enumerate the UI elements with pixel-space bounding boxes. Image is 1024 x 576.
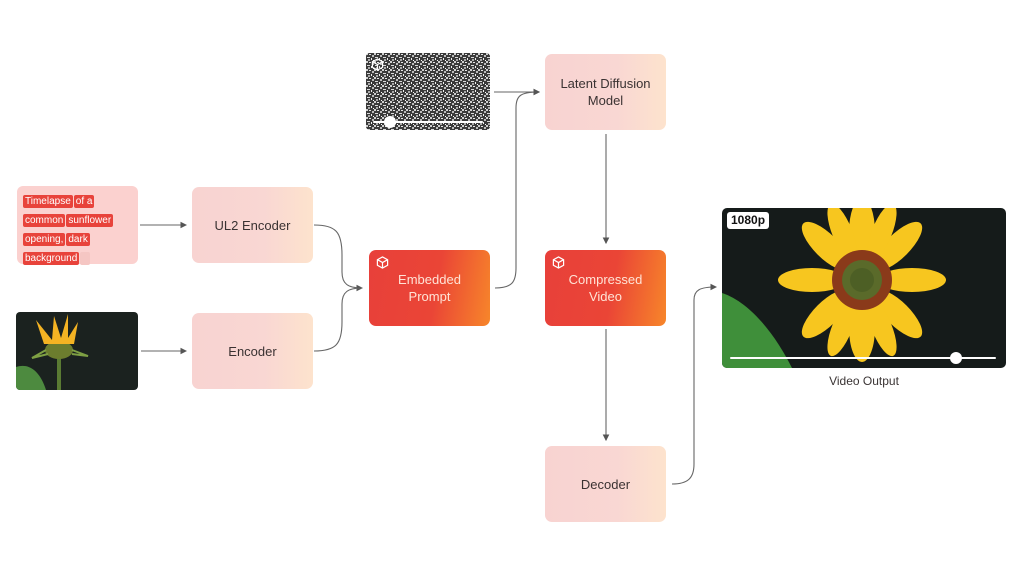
- encoder-label: Encoder: [228, 343, 277, 359]
- latent-diffusion-node: Latent Diffusion Model: [545, 54, 666, 130]
- cube-icon: [552, 256, 565, 269]
- prompt-cursor: .: [80, 252, 91, 265]
- arrow-decoder-to-output: [671, 283, 718, 485]
- arrow-ul2-to-embedded: [313, 224, 364, 292]
- sunflower-output-image: [722, 208, 946, 368]
- prompt-token: opening,: [23, 233, 66, 246]
- sunflower-bud-image: [16, 314, 89, 390]
- resolution-badge: 1080p: [727, 212, 770, 229]
- embedded-prompt-node: Embedded Prompt: [369, 250, 490, 326]
- encoder-node: Encoder: [192, 313, 313, 389]
- video-output-caption: Video Output: [829, 374, 899, 388]
- ul2-encoder-node: UL2 Encoder: [192, 187, 313, 263]
- prompt-token: of a: [73, 195, 95, 208]
- arrow-embedded-to-diffusion: [494, 88, 541, 289]
- arrow-encoder-to-embedded: [313, 287, 363, 352]
- decoder-node: Decoder: [545, 446, 666, 522]
- prompt-token: background: [23, 252, 80, 265]
- compressed-video-node: Compressed Video: [545, 250, 666, 326]
- noise-playback-knob[interactable]: [383, 116, 396, 128]
- video-playback-knob[interactable]: [950, 352, 963, 364]
- decoder-label: Decoder: [580, 476, 631, 492]
- prompt-token: Timelapse: [23, 195, 73, 208]
- embedded-prompt-label: Embedded Prompt: [398, 272, 461, 304]
- prompt-token: sunflower: [66, 214, 114, 227]
- noise-input-thumbnail: [366, 53, 490, 130]
- cube-icon: [376, 256, 389, 269]
- prompt-token: dark: [66, 233, 90, 246]
- latent-diffusion-label: Latent Diffusion Model: [560, 76, 651, 108]
- video-output-player: 1080p: [722, 208, 1006, 368]
- cube-icon: [371, 58, 384, 71]
- compressed-video-label: Compressed Video: [568, 272, 643, 304]
- video-playback-track[interactable]: [730, 357, 996, 359]
- image-input-thumbnail: [16, 312, 138, 390]
- ul2-encoder-label: UL2 Encoder: [214, 217, 291, 233]
- noise-playback-track[interactable]: [373, 121, 483, 123]
- prompt-token: common: [23, 214, 66, 227]
